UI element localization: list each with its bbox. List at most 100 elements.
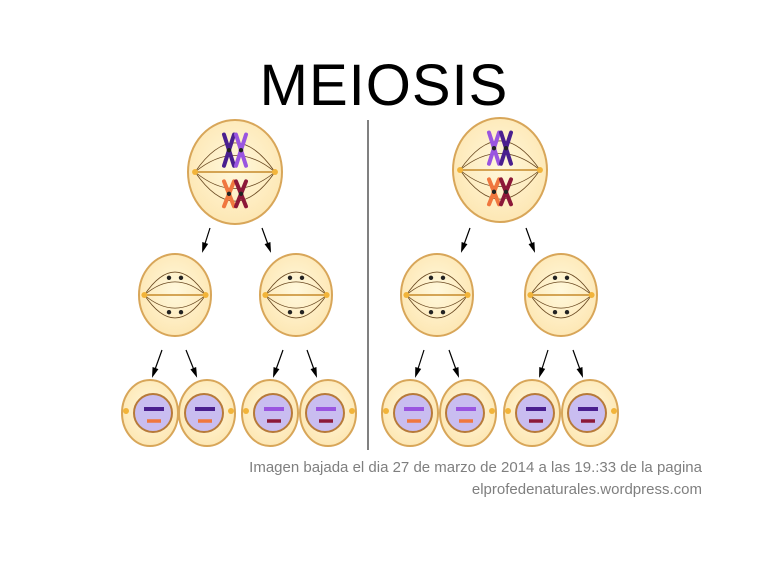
spindle-fiber	[265, 294, 327, 309]
arrow-head	[528, 242, 536, 253]
centromere	[299, 275, 305, 280]
gamete	[299, 379, 357, 447]
centromere	[178, 275, 184, 280]
arrow-head	[272, 367, 280, 378]
spindle-fiber	[406, 281, 468, 296]
centromere	[552, 310, 558, 315]
centrosome	[141, 292, 148, 298]
centromere	[226, 191, 232, 197]
cell-meiosis-ii-right-b	[524, 253, 598, 337]
gamete	[241, 379, 299, 447]
spindle-fiber	[530, 281, 592, 296]
centrosome	[588, 292, 595, 298]
arrow-head	[264, 242, 272, 253]
arrow-head	[576, 367, 584, 378]
cell-meiosis-ii-right-a	[400, 253, 474, 337]
centrosome	[123, 408, 129, 414]
centrosome	[489, 408, 495, 414]
centrosome	[457, 167, 464, 173]
centromere	[552, 275, 558, 280]
centromere	[503, 189, 509, 195]
spindle-fiber	[194, 142, 276, 173]
spindle-fiber	[459, 152, 541, 171]
gamete	[561, 379, 619, 447]
arrow-head	[151, 367, 159, 378]
cell-meiosis-ii-left-b	[259, 253, 333, 337]
centrosome	[202, 292, 209, 298]
gamete	[178, 379, 236, 447]
nucleus	[133, 393, 173, 433]
spindle-fiber	[144, 281, 206, 296]
nucleus	[305, 393, 345, 433]
nucleus	[253, 393, 293, 433]
centrosome	[323, 292, 330, 298]
spindle-fiber	[265, 294, 327, 319]
spindle-fiber	[144, 271, 206, 296]
centrosome	[611, 408, 617, 414]
caption-source-url: elprofedenaturales.wordpress.com	[471, 481, 702, 498]
gamete	[381, 379, 439, 447]
centromere	[440, 310, 446, 315]
arrow-head	[539, 367, 546, 378]
centromere	[491, 189, 497, 195]
spindle-fiber	[530, 271, 592, 296]
centrosome	[349, 408, 355, 414]
arrow-head	[460, 242, 468, 253]
gamete	[503, 379, 561, 447]
spindle-fiber	[265, 281, 327, 296]
centrosome	[262, 292, 269, 298]
centrosome	[505, 408, 511, 414]
centromere	[491, 145, 497, 151]
centromere	[178, 310, 184, 315]
centromere	[287, 310, 293, 315]
centromere	[564, 310, 570, 315]
centromere	[166, 275, 172, 280]
gamete	[439, 379, 497, 447]
spindle-fiber	[459, 169, 541, 200]
centrosome	[536, 167, 543, 173]
centromere	[299, 310, 305, 315]
centromere	[564, 275, 570, 280]
nucleus	[445, 393, 485, 433]
centrosome	[464, 292, 471, 298]
centrosome	[228, 408, 234, 414]
spindle-fiber	[144, 294, 206, 309]
nucleus	[393, 393, 433, 433]
arrow-head	[190, 367, 198, 378]
spindle-fiber	[459, 140, 541, 171]
centrosome	[271, 169, 278, 175]
spindle-fiber	[406, 294, 468, 319]
centromere	[238, 191, 244, 197]
centromere	[440, 275, 446, 280]
cell-meiosis-ii-left-a	[138, 253, 212, 337]
spindle-fiber	[530, 294, 592, 309]
centromere	[287, 275, 293, 280]
arrow-head	[310, 367, 318, 378]
spindle-fiber	[194, 171, 276, 202]
cell-meiosis-i-right	[452, 117, 548, 223]
nucleus	[515, 393, 555, 433]
centromere	[226, 147, 232, 153]
spindle-fiber	[194, 171, 276, 190]
centrosome	[192, 169, 199, 175]
centromere	[238, 147, 244, 153]
spindle-fiber	[194, 154, 276, 173]
centrosome	[243, 408, 249, 414]
centromere	[428, 275, 434, 280]
spindle-fiber	[144, 294, 206, 319]
arrow-head	[415, 367, 422, 378]
spindle-fiber	[459, 169, 541, 188]
spindle-fiber	[530, 294, 592, 319]
arrow-head	[202, 242, 209, 253]
spindle-fiber	[406, 294, 468, 309]
centrosome	[383, 408, 389, 414]
centrosome	[527, 292, 534, 298]
gamete	[121, 379, 179, 447]
arrow-head	[452, 367, 460, 378]
centrosome	[403, 292, 410, 298]
slide-title: MEIOSIS	[259, 53, 509, 118]
centromere	[428, 310, 434, 315]
cell-meiosis-i-left	[187, 119, 283, 225]
centromere	[503, 145, 509, 151]
